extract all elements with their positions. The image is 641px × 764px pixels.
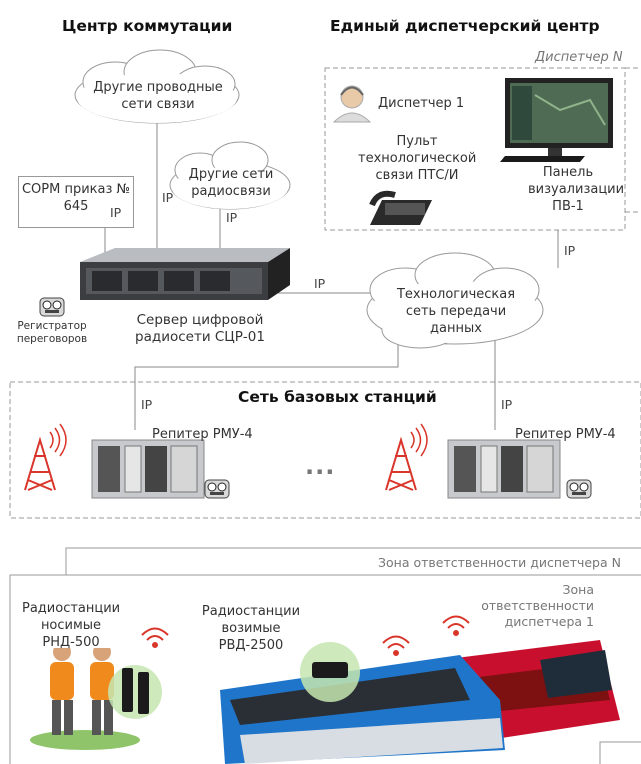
dispatcher-n-label: Диспетчер N [535,50,623,65]
title-base-stations: Сеть базовых станций [238,388,437,406]
tower-right [385,423,428,491]
recorder-icon-right [566,479,592,499]
ip-label-rep-left: IP [141,397,153,412]
ip-label-radio: IP [226,210,238,225]
ip-label-panel: IP [564,243,576,258]
repeater-left-device [91,439,205,499]
dispatcher-n-frame [324,67,626,231]
cloud-wired-label: Другие проводные сети связи [93,80,223,112]
zone-n-frame [65,547,641,575]
sorm-label: СОРМ приказ № 645 [21,182,131,214]
link-tech-repeater-left [134,335,399,430]
phone-console [369,190,432,225]
ip-label-wired: IP [162,190,174,205]
dispatcher-n-frame-ext [625,67,641,213]
panel-label: Панель визуализации ПВ-1 [528,165,625,214]
signal-icon-1 [141,627,169,648]
signal-icon-3 [442,615,470,636]
title-dispatch-center: Единый диспетчерский центр [330,17,600,35]
recorder-icon-left [204,479,230,499]
signal-icon-2 [382,635,410,656]
zone-1-label: Зона ответственности диспетчера 1 [481,582,594,629]
vehicle-radio-label: Радиостанции возимые РВД-2500 [201,604,301,653]
cloud-radio-label: Другие сети радиосвязи [188,167,274,199]
ip-label-rep-right: IP [501,397,513,412]
trains-image [220,640,620,764]
repeater-right-device [447,439,561,499]
monitor-device [500,78,613,162]
workers-image [30,642,162,750]
sorm-box: СОРМ приказ № 645 [18,176,134,228]
repeater-left-label: Репитер РМУ-4 [152,427,253,442]
portable-radio-label: Радиостанции носимые РНД-500 [22,601,121,650]
zone-n-label: Зона ответственности диспетчера N [378,555,621,570]
base-station-frame [9,381,641,519]
recorder-icon [39,297,65,317]
zone-1-frame [9,574,641,764]
server-label: Сервер цифровой радиосети СЦР-01 [135,312,265,345]
repeater-right-label: Репитер РМУ-4 [515,427,616,442]
tower-left [24,423,67,491]
dispatcher-avatar [332,85,372,123]
server-device [80,248,290,300]
recorder-label: Регистратор переговоров [16,320,88,345]
ip-label-server-tech: IP [314,276,326,291]
console-label: Пульт технологической связи ПТС/И [358,134,477,183]
dispatcher1-label: Диспетчер 1 [378,96,465,111]
ellipsis: ... [305,452,336,480]
ip-label-sorm: IP [110,205,122,220]
title-switching-center: Центр коммутации [62,17,233,35]
cloud-tech-label: Технологическая сеть передачи данных [396,287,516,336]
